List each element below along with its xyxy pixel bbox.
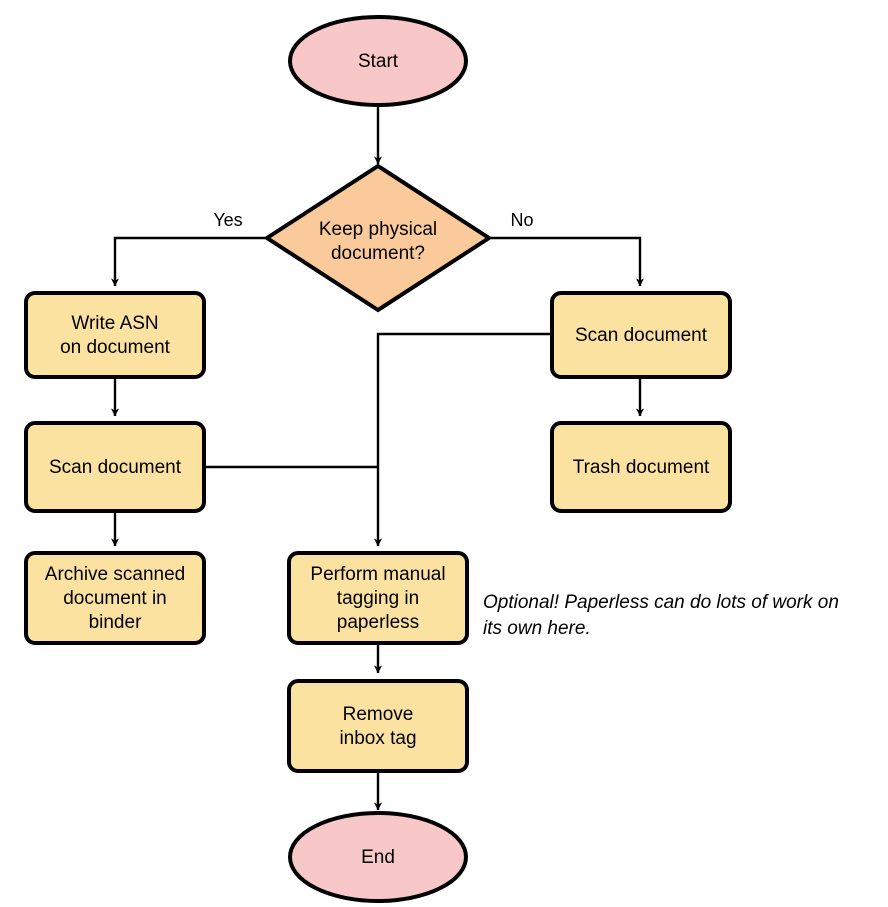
- connector-decision-no-to-scan-right: [491, 236, 644, 287]
- node-write-asn-on-document[interactable]: Write ASN on document: [24, 291, 206, 379]
- remove-inbox-label-line1: Remove: [343, 704, 414, 725]
- node-start[interactable]: Start: [288, 15, 468, 107]
- remove-inbox-label-line2: inbox tag: [339, 728, 416, 749]
- end-ellipse-shape: [288, 811, 468, 903]
- node-archive-scanned-document[interactable]: Archive scanned document in binder: [24, 551, 206, 645]
- start-ellipse-shape: [288, 15, 468, 107]
- node-remove-inbox-tag[interactable]: Remove inbox tag: [287, 679, 469, 773]
- archive-label-line3: binder: [89, 612, 142, 633]
- node-keep-physical-document-decision[interactable]: Keep physical document?: [263, 163, 493, 313]
- decision-label-line2: document?: [331, 243, 425, 264]
- scan-document-right-label: Scan document: [575, 325, 708, 346]
- edge-label-yes: Yes: [213, 210, 242, 230]
- note-line1: Optional! Paperless can do lots of work …: [483, 592, 839, 613]
- connector-decision-yes-to-write-asn: [111, 236, 265, 287]
- write-asn-label-line2: on document: [60, 337, 171, 358]
- start-label: Start: [358, 51, 399, 72]
- tagging-label-line3: paperless: [337, 612, 419, 633]
- optional-note: Optional! Paperless can do lots of work …: [483, 592, 839, 639]
- decision-label-line1: Keep physical: [319, 219, 437, 240]
- node-perform-manual-tagging[interactable]: Perform manual tagging in paperless: [287, 551, 469, 645]
- archive-box-shape: [24, 551, 206, 645]
- node-scan-document-right[interactable]: Scan document: [550, 291, 732, 379]
- note-line2: its own here.: [483, 618, 591, 639]
- archive-label-line2: document in: [63, 588, 167, 609]
- write-asn-box-shape: [24, 291, 206, 379]
- tagging-label-line1: Perform manual: [310, 564, 445, 585]
- decision-diamond-shape: [263, 163, 493, 313]
- write-asn-label-line1: Write ASN: [71, 313, 158, 334]
- node-trash-document[interactable]: Trash document: [550, 421, 732, 513]
- archive-label-line1: Archive scanned: [45, 564, 185, 585]
- trash-document-box-shape: [550, 421, 732, 513]
- node-end[interactable]: End: [288, 811, 468, 903]
- connector-scan-right-to-tagging: [374, 332, 552, 547]
- edge-label-no: No: [510, 210, 533, 230]
- remove-inbox-box-shape: [287, 679, 469, 773]
- tagging-label-line2: tagging in: [337, 588, 419, 609]
- tagging-box-shape: [287, 551, 469, 645]
- scan-document-right-box-shape: [550, 291, 732, 379]
- connectors-layer: [111, 104, 644, 811]
- end-label: End: [361, 847, 395, 868]
- scan-document-left-box-shape: [24, 421, 206, 513]
- trash-document-label: Trash document: [573, 457, 710, 478]
- scan-document-left-label: Scan document: [49, 457, 182, 478]
- node-scan-document-left[interactable]: Scan document: [24, 421, 206, 513]
